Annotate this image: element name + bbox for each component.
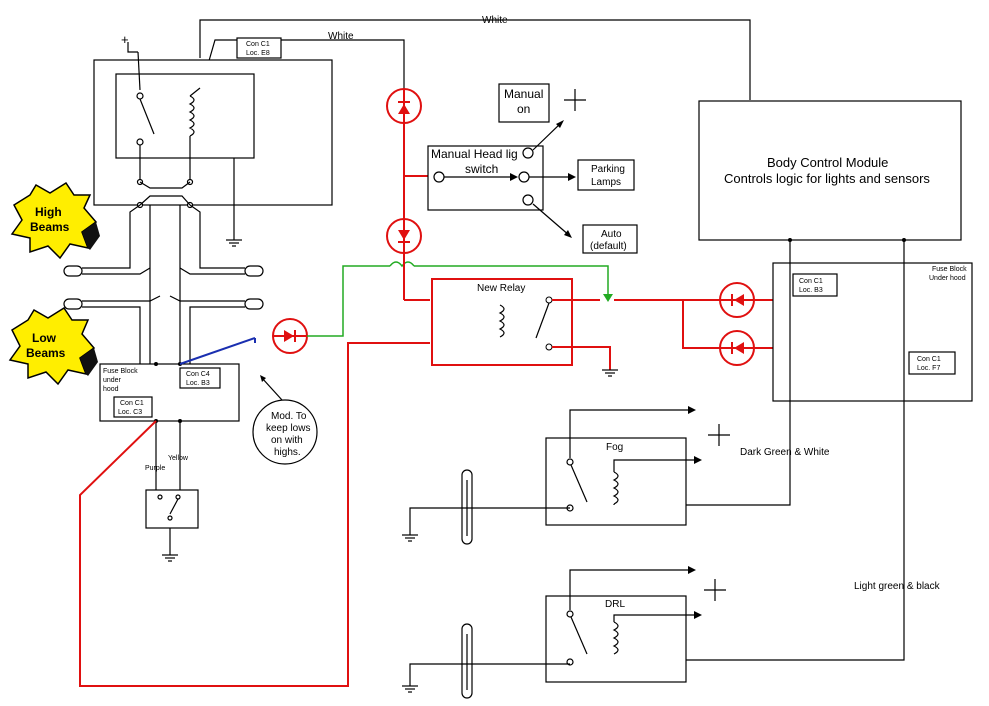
svg-text:High: High [35,205,62,219]
plus-symbol: + [121,32,129,47]
svg-text:Mod. To: Mod. To [271,411,307,422]
body-control-module: Body Control Module Controls logic for l… [698,100,962,242]
svg-text:Con C1: Con C1 [799,278,823,285]
label-dark-green-white: Dark Green & White [740,447,830,458]
manual-on-box: Manual on [498,83,586,123]
svg-text:Fog: Fog [606,442,623,453]
svg-text:Beams: Beams [30,220,70,234]
connector-c1-b3 [792,273,838,297]
svg-text:Fuse Block: Fuse Block [932,266,967,273]
white-label-top: White [482,15,508,26]
blue-wire [179,337,256,365]
connector-c1-e8 [236,37,282,59]
svg-text:Purple: Purple [145,465,165,472]
svg-text:Con C1: Con C1 [120,400,144,407]
label-light-green-black: Light green & black [854,581,941,592]
headlight-switch: Manual Head lig switch [427,120,576,238]
drl-lamp [402,623,570,699]
svg-text:Controls logic for lights and: Controls logic for lights and sensors [724,171,930,186]
svg-text:Loc. F7: Loc. F7 [917,365,940,372]
diode-middle [386,218,422,254]
beam-bulbs [63,204,264,364]
svg-text:New Relay: New Relay [477,283,525,294]
svg-text:Beams: Beams [26,346,66,360]
relay-coil [188,95,195,137]
wire-dark-green-white [686,240,791,506]
svg-text:highs.: highs. [274,447,301,458]
diode-right-bottom [719,330,755,366]
svg-text:Lamps: Lamps [591,177,621,188]
diode-right-top [719,282,755,318]
svg-text:Fuse Block: Fuse Block [103,368,138,375]
svg-text:switch: switch [465,162,498,176]
auto-default-box: Auto (default) [582,224,638,254]
svg-text:keep lows: keep lows [266,423,310,434]
svg-text:hood: hood [103,386,119,393]
svg-text:Con C1: Con C1 [246,41,270,48]
parking-lamps-box: Parking Lamps [577,159,635,191]
svg-text:Manual Head lig: Manual Head lig [431,147,518,161]
relay-inner-box [115,73,255,159]
fuse-block-right: Fuse Block Under hood Con C1 Loc. B3 Con… [772,262,973,402]
dimmer-switch: Purple Yellow [145,421,199,562]
connector-c4-b3 [179,367,221,389]
svg-text:Auto: Auto [601,229,622,240]
svg-text:Con C4: Con C4 [186,371,210,378]
svg-text:Con C1: Con C1 [917,356,941,363]
svg-text:Low: Low [32,331,57,345]
fuse-block-left: Fuse Block under hood Con C1 Loc. C3 Con… [99,362,240,423]
white-label-second: White [328,31,354,42]
svg-text:Loc. B3: Loc. B3 [799,287,823,294]
svg-text:Loc. E8: Loc. E8 [246,50,270,57]
red-wire-left [79,342,430,687]
svg-text:Yellow: Yellow [168,455,189,462]
diode-top [386,88,422,124]
fog-relay: Fog [545,406,730,526]
svg-text:under: under [103,377,122,384]
connector-c1-f7 [908,351,956,375]
green-wire [307,265,390,337]
svg-text:on with: on with [271,435,303,446]
svg-text:Under hood: Under hood [929,275,966,282]
new-relay: New Relay [431,278,618,377]
svg-text:Body Control Module: Body Control Module [767,155,888,170]
headlamp-relay-module: + Con C1 Loc. E8 [93,32,333,247]
fog-lamp [402,469,570,545]
svg-text:on: on [517,102,530,116]
svg-text:Manual: Manual [504,87,543,101]
green-wire-right [414,265,609,300]
connector-c1-c3 [113,396,153,418]
svg-text:(default): (default) [590,241,627,252]
high-beams-badge: High Beams [10,181,100,260]
svg-text:Parking: Parking [591,164,625,175]
drl-relay: DRL [545,566,726,683]
low-beams-badge: Low Beams [8,306,98,386]
svg-text:Loc. C3: Loc. C3 [118,409,142,416]
wire-light-green-black [686,240,905,661]
red-wire-right-branch [682,300,720,349]
white-wire-top: White [199,15,751,100]
svg-text:DRL: DRL [605,599,625,610]
mod-note: Mod. To keep lows on with highs. [252,375,318,465]
svg-text:Loc. B3: Loc. B3 [186,380,210,387]
diode-mod [272,318,308,354]
